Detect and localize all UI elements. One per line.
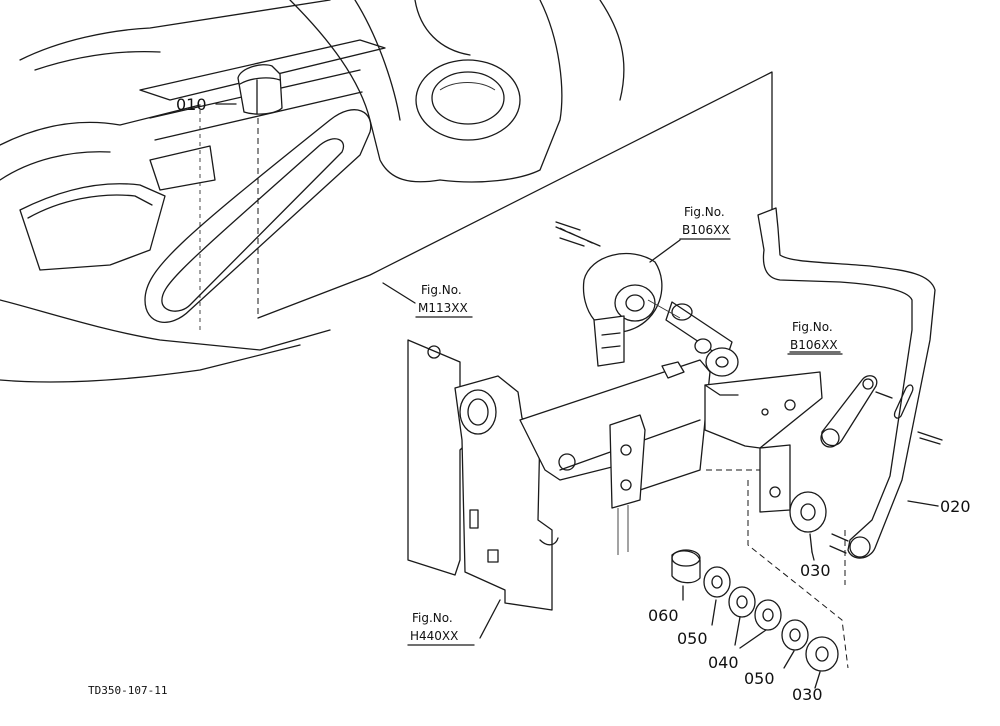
fig-ref-m113: Fig.No. M113XX — [415, 283, 473, 318]
part-label-050-lower: 050 — [744, 669, 775, 688]
fig-ref-title: Fig.No. — [792, 320, 833, 334]
fig-ref-b106-upper: Fig.No. B106XX — [679, 205, 731, 240]
fig-ref-code: H440XX — [410, 629, 458, 643]
fig-ref-code: B106XX — [682, 223, 730, 237]
part-label-020: 020 — [940, 497, 971, 516]
bracket-assembly — [407, 339, 823, 611]
fig-ref-title: Fig.No. — [684, 205, 725, 219]
part-label-060: 060 — [648, 606, 679, 625]
part-label-010: 010 — [176, 95, 207, 114]
fig-ref-code: B106XX — [790, 338, 838, 352]
m113-ref-lines — [257, 71, 773, 319]
fig-ref-h440: Fig.No. H440XX — [407, 611, 475, 646]
fig-ref-title: Fig.No. — [421, 283, 462, 297]
part-label-030-upper: 030 — [800, 561, 831, 580]
part-label-030-lower: 030 — [792, 685, 823, 704]
leader-lines — [479, 239, 939, 689]
lever-slot — [144, 109, 372, 323]
drawing-id: TD350-107-11 — [88, 684, 167, 697]
knob-010 — [215, 64, 283, 318]
sensor-assembly — [555, 221, 739, 377]
part-label-040: 040 — [708, 653, 739, 672]
fig-ref-title: Fig.No. — [412, 611, 453, 625]
fig-ref-code: M113XX — [418, 301, 468, 315]
part-label-050-upper: 050 — [677, 629, 708, 648]
lever-020 — [757, 207, 943, 559]
console-outline — [0, 0, 625, 383]
explode-lines — [559, 227, 849, 669]
link-arm — [820, 375, 893, 448]
washer-stack — [671, 549, 839, 672]
fig-ref-b106-middle: Fig.No. B106XX — [787, 320, 843, 355]
washer-030-upper — [789, 491, 827, 553]
